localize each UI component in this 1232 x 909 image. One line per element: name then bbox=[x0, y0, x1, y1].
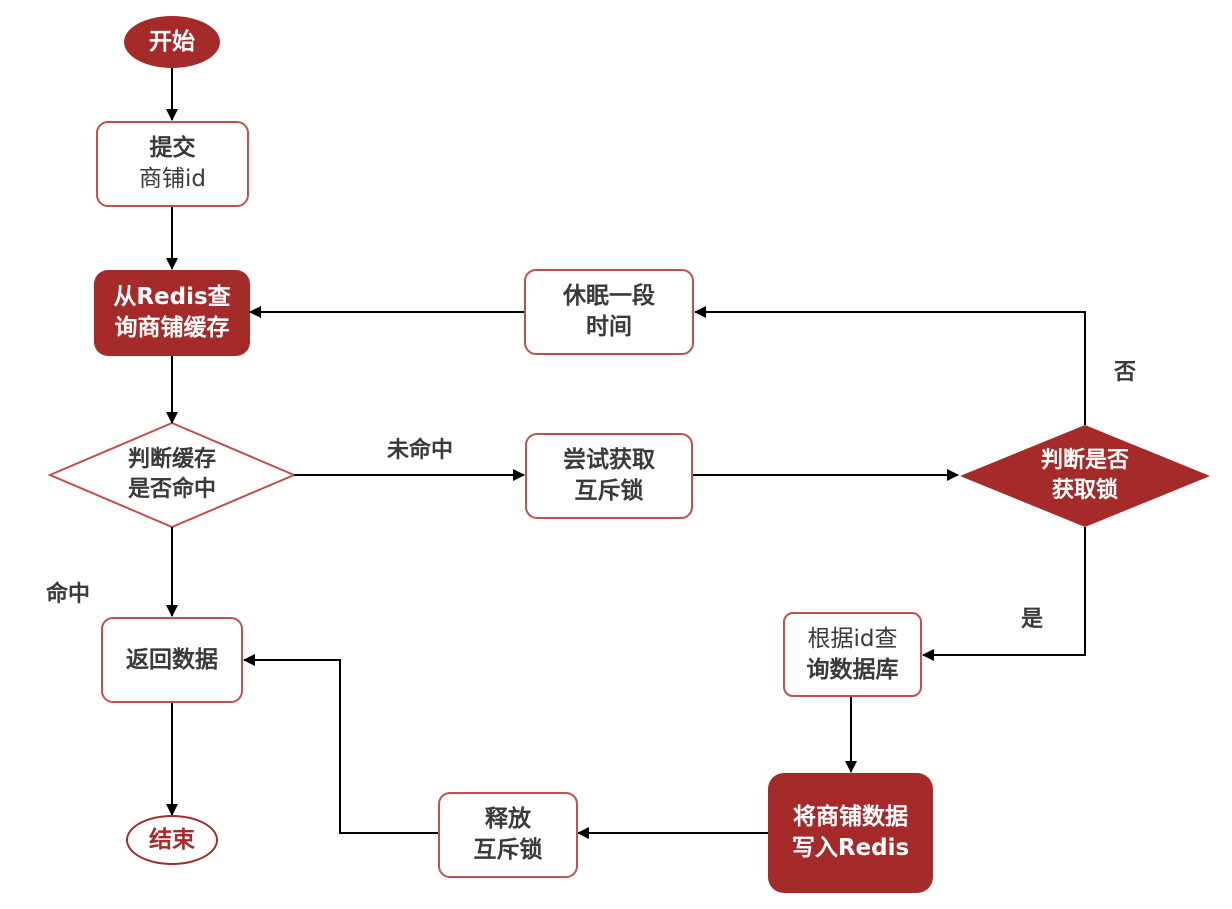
judge-lock-diamond bbox=[960, 425, 1210, 527]
start-node: 开始 bbox=[124, 16, 220, 68]
edge-label-no: 否 bbox=[1114, 360, 1137, 385]
arrow-release-return bbox=[243, 654, 438, 834]
write-redis-line2: 写入Redis bbox=[791, 835, 910, 861]
return-data-label: 返回数据 bbox=[126, 646, 218, 673]
sleep-line1: 休眠一段 bbox=[563, 283, 655, 309]
release-line1: 释放 bbox=[485, 806, 531, 832]
judge-lock-line1: 判断是否 bbox=[1040, 448, 1129, 473]
try-lock-node: 尝试获取 互斥锁 bbox=[525, 433, 693, 519]
release-lock-node: 释放 互斥锁 bbox=[438, 792, 578, 878]
submit-shop-id-node: 提交 商铺id bbox=[96, 121, 249, 207]
end-label: 结束 bbox=[149, 826, 195, 853]
query-redis-node: 从Redis查 询商铺缓存 bbox=[94, 270, 250, 356]
release-line2: 互斥锁 bbox=[473, 837, 543, 863]
submit-line2: 商铺id bbox=[139, 166, 206, 192]
start-label: 开始 bbox=[149, 28, 195, 55]
query-db-node: 根据id查 询数据库 bbox=[783, 612, 922, 697]
judge-cache-line1: 判断缓存 bbox=[127, 447, 216, 472]
query-line2: 询商铺缓存 bbox=[114, 315, 230, 341]
sleep-node: 休眠一段 时间 bbox=[524, 269, 694, 355]
edge-label-yes: 是 bbox=[1021, 607, 1044, 632]
try-lock-line1: 尝试获取 bbox=[563, 447, 655, 473]
judge-cache-label: 判断缓存 是否命中 bbox=[50, 423, 294, 527]
write-redis-node: 将商铺数据 写入Redis bbox=[768, 773, 933, 893]
judge-lock-label: 判断是否 获取锁 bbox=[960, 425, 1210, 527]
judge-cache-line2: 是否命中 bbox=[127, 477, 216, 502]
try-lock-line2: 互斥锁 bbox=[574, 478, 644, 504]
query-line1: 从Redis查 bbox=[113, 284, 231, 310]
end-node: 结束 bbox=[126, 815, 218, 865]
write-redis-line1: 将商铺数据 bbox=[793, 804, 908, 830]
judge-lock-line2: 获取锁 bbox=[1051, 478, 1118, 503]
submit-line1: 提交 bbox=[149, 135, 196, 161]
arrow-judgelock-sleep bbox=[694, 306, 1086, 425]
query-db-line2: 询数据库 bbox=[806, 656, 899, 683]
arrow-judgelock-querydb bbox=[922, 527, 1086, 661]
edge-label-hit: 命中 bbox=[46, 582, 91, 607]
sleep-line2: 时间 bbox=[586, 314, 632, 340]
return-data-node: 返回数据 bbox=[101, 617, 243, 703]
edge-label-miss: 未命中 bbox=[387, 438, 454, 463]
query-db-line1: 根据id查 bbox=[807, 625, 898, 652]
